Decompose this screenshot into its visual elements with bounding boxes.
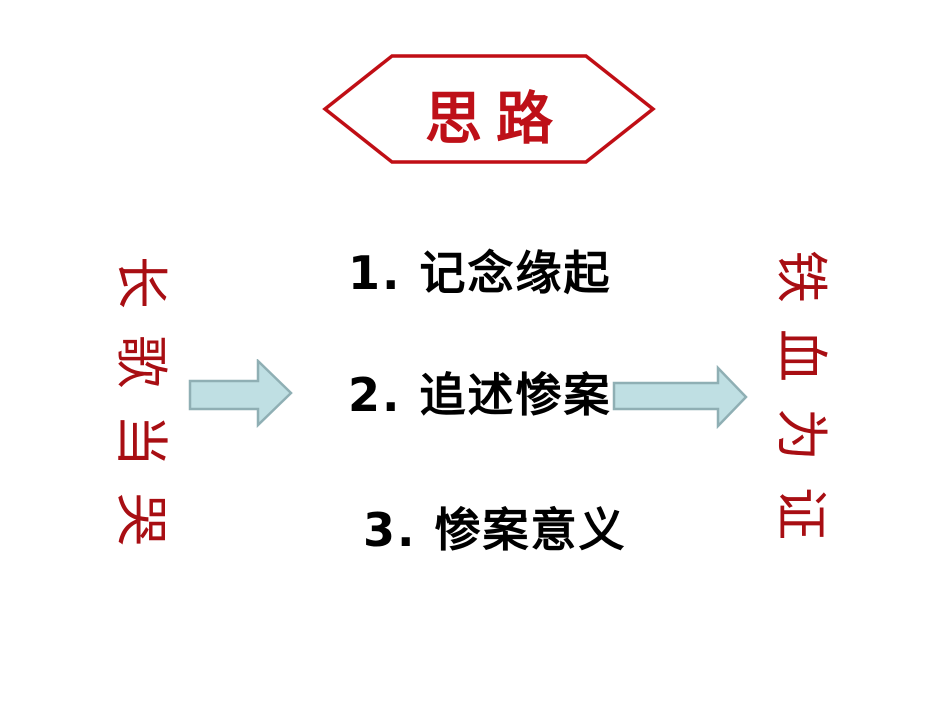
topic-title: 思路 xyxy=(425,85,567,152)
left-vertical-label: 长歌当哭 xyxy=(110,256,171,572)
outline-item-3: 3. 惨案意义 xyxy=(363,503,627,557)
topic-shape: 思路 xyxy=(321,54,657,164)
outline-item-2: 2. 追述惨案 xyxy=(348,368,612,422)
left-flow-arrow-icon xyxy=(188,359,293,428)
right-vertical-label: 铁血为证 xyxy=(770,250,831,566)
hexagon-outline xyxy=(322,54,656,164)
right-flow-arrow-icon xyxy=(612,364,748,430)
hexagon-shape xyxy=(322,54,656,164)
arrow-right-shape xyxy=(612,364,748,430)
outline-item-1: 1. 记念缘起 xyxy=(348,246,612,300)
arrow-right-shape xyxy=(188,359,293,428)
